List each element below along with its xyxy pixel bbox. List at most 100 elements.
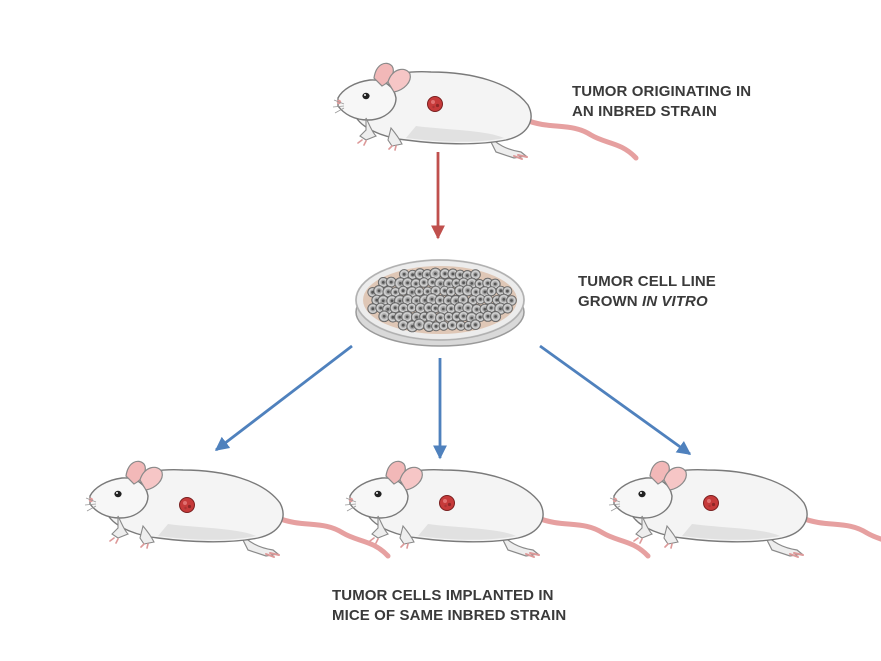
cell-nucleus: [398, 315, 402, 319]
cell-nucleus: [405, 315, 409, 319]
cell-nucleus: [439, 282, 442, 286]
cell-nucleus: [489, 306, 493, 310]
cell-nucleus: [486, 314, 490, 318]
cell-nucleus: [401, 323, 405, 327]
cell-nucleus: [377, 289, 381, 293]
cell-nucleus: [381, 299, 385, 303]
implant-label-line2: MICE OF SAME INBRED STRAIN: [332, 607, 567, 624]
tumor-icon: [179, 497, 195, 513]
cell-nucleus: [414, 282, 418, 286]
cell-nucleus: [450, 323, 454, 327]
cell-nucleus: [417, 323, 421, 326]
cell-nucleus: [371, 290, 374, 294]
mouse-icon: [345, 461, 648, 557]
cell-nucleus: [483, 307, 487, 311]
cell-nucleus: [393, 306, 397, 310]
cell-nucleus: [447, 315, 451, 319]
cell-nucleus: [443, 272, 447, 276]
cell-nucleus: [399, 281, 402, 285]
cell-nucleus: [449, 290, 453, 294]
cell-nucleus: [454, 299, 458, 303]
mouse-icon: [85, 461, 388, 557]
cell-nucleus: [387, 290, 390, 294]
arrow-to-left-mouse: [214, 344, 353, 452]
cell-nucleus: [417, 290, 421, 293]
cell-nucleus: [381, 281, 385, 284]
cell-nucleus: [423, 298, 427, 302]
cell-nucleus: [434, 272, 437, 275]
cell-line-label-italic: IN VITRO: [641, 293, 708, 310]
cell-nucleus: [390, 299, 394, 303]
cell-nucleus: [434, 306, 437, 310]
tumor-icon: [427, 96, 443, 112]
cell-nucleus: [478, 315, 482, 319]
cell-nucleus: [431, 280, 434, 284]
cell-nucleus: [470, 282, 474, 285]
cell-nucleus: [494, 315, 497, 318]
cell-nucleus: [493, 282, 497, 286]
cell-nucleus: [439, 316, 442, 320]
cell-nucleus: [499, 289, 503, 293]
cell-nucleus: [415, 299, 418, 303]
cell-nucleus: [474, 323, 477, 327]
cell-nucleus: [386, 307, 390, 311]
cell-nucleus: [467, 324, 470, 328]
cell-nucleus: [398, 299, 402, 303]
cell-nucleus: [462, 314, 465, 318]
cell-nucleus: [391, 315, 395, 319]
cell-nucleus: [426, 290, 429, 293]
cell-nucleus: [466, 289, 470, 292]
cell-nucleus: [427, 324, 431, 328]
cell-nucleus: [458, 306, 462, 310]
cell-nucleus: [510, 299, 513, 302]
cell-nucleus: [506, 289, 509, 293]
mouse-icon: [609, 461, 881, 557]
cell-line-label: TUMOR CELL LINE GROWN IN VITRO: [578, 272, 716, 312]
cell-nucleus: [394, 290, 397, 294]
cell-nucleus: [422, 315, 426, 319]
cell-nucleus: [410, 290, 414, 294]
cell-nucleus: [447, 282, 451, 286]
cell-nucleus: [486, 281, 490, 285]
cell-nucleus: [502, 298, 506, 301]
cell-nucleus: [382, 314, 386, 318]
cell-nucleus: [430, 297, 434, 301]
origin-label-line2: AN INBRED STRAIN: [572, 103, 717, 120]
cell-line-label-line2: GROWN IN VITRO: [578, 292, 716, 312]
cell-nucleus: [465, 274, 469, 277]
cell-nucleus: [451, 272, 455, 276]
cell-nucleus: [466, 306, 470, 310]
cell-nucleus: [410, 306, 414, 309]
cell-nucleus: [375, 298, 379, 302]
origin-label-line1: TUMOR ORIGINATING IN: [572, 83, 752, 100]
implant-label: TUMOR CELLS IMPLANTED IN MICE OF SAME IN…: [332, 586, 566, 626]
cell-colonies: [367, 267, 517, 333]
cell-nucleus: [443, 289, 446, 293]
cell-nucleus: [490, 289, 493, 293]
cell-nucleus: [483, 290, 487, 294]
cell-nucleus: [499, 307, 502, 311]
arrow-to-right-mouse: [539, 344, 692, 456]
cell-nucleus: [402, 306, 405, 310]
petri-dish-icon: [355, 259, 525, 347]
cell-nucleus: [402, 272, 406, 276]
cell-nucleus: [486, 298, 490, 301]
cell-nucleus: [462, 281, 465, 285]
cell-nucleus: [447, 299, 450, 302]
cell-nucleus: [379, 306, 383, 310]
tumor-icon: [439, 495, 455, 511]
cell-nucleus: [455, 315, 459, 319]
cell-nucleus: [401, 289, 405, 293]
cell-nucleus: [422, 281, 426, 284]
cell-line-label-line1: TUMOR CELL LINE: [578, 273, 716, 290]
cell-nucleus: [461, 298, 465, 302]
cell-nucleus: [429, 315, 433, 319]
cell-nucleus: [474, 273, 477, 276]
cell-nucleus: [475, 308, 479, 311]
cell-nucleus: [411, 273, 414, 277]
cell-nucleus: [434, 324, 438, 328]
cell-nucleus: [371, 307, 375, 311]
cell-nucleus: [389, 280, 393, 284]
cell-nucleus: [441, 307, 445, 311]
